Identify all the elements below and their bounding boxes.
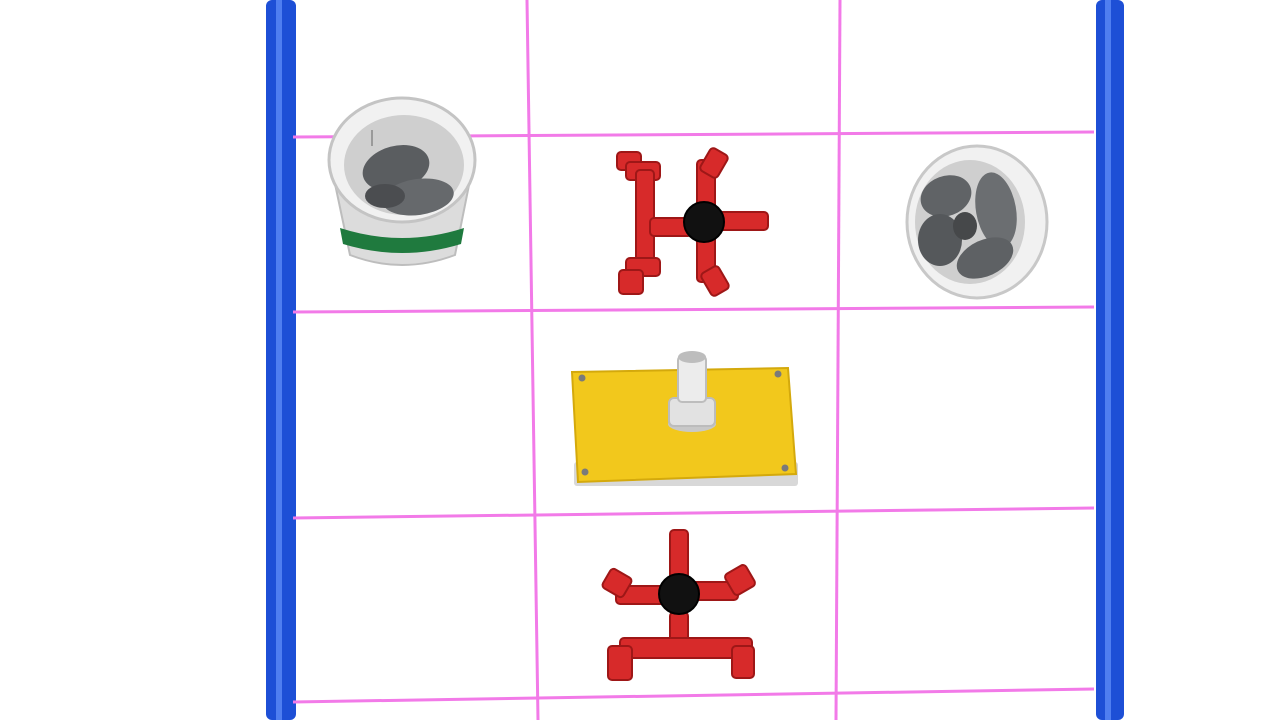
plate-screw: [774, 370, 782, 378]
pvc-stub-opening: [678, 351, 706, 363]
pipe-segment: [618, 269, 644, 295]
rock: [382, 178, 454, 216]
rock: [920, 175, 972, 217]
rock: [918, 214, 962, 266]
grid-line-vertical-2: [834, 0, 842, 720]
plate-screw: [781, 464, 789, 472]
grid-line-vertical-1: [525, 0, 540, 720]
red-pipe-fitting-bottom: [601, 529, 756, 681]
red-pipe-fitting-top: [616, 147, 769, 297]
bucket-green-stripe: [340, 228, 464, 253]
pipe-segment: [717, 211, 769, 231]
rock: [362, 144, 430, 192]
grid-line-horizontal-3: [292, 506, 1095, 520]
base-plate-with-stub: [570, 351, 798, 486]
grid-line-horizontal-2: [292, 305, 1095, 314]
black-connector: [658, 573, 700, 615]
rock: [953, 212, 977, 240]
bucket-with-rocks-right: [905, 144, 1049, 300]
pipe-segment: [731, 645, 755, 679]
grid-line-horizontal-4: [292, 687, 1095, 704]
rock: [365, 184, 405, 208]
left-frame-rail-highlight: [276, 0, 282, 720]
plate-screw: [581, 468, 589, 476]
pipe-segment: [669, 529, 689, 581]
pipe-segment: [607, 645, 633, 681]
bucket-with-rocks-left: [327, 96, 477, 266]
pipe-segment: [601, 567, 633, 599]
right-frame-rail-highlight: [1105, 0, 1111, 720]
black-connector: [683, 201, 725, 243]
rock: [956, 237, 1014, 279]
pipe-segment: [700, 265, 730, 297]
rock: [975, 172, 1017, 248]
pipe-segment: [724, 564, 756, 596]
plate-screw: [578, 374, 586, 382]
pipe-segment: [699, 147, 729, 179]
